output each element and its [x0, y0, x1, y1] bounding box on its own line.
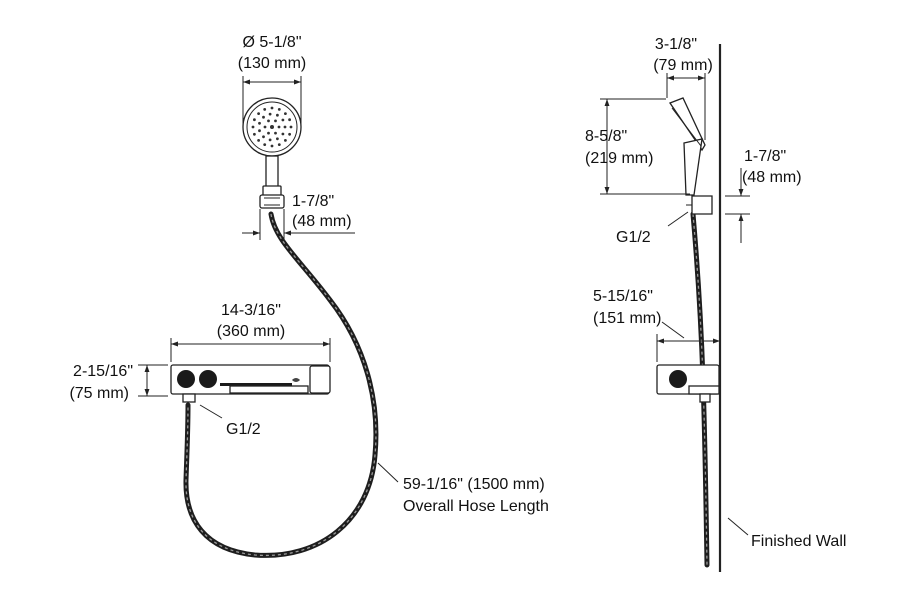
front-hose: [183, 211, 379, 558]
valve-projection-mm: (151 mm): [593, 310, 661, 327]
spray-nozzle: [270, 106, 274, 110]
spray-nozzle: [276, 113, 279, 117]
dim-holder-height: 1-7/8" (48 mm): [725, 148, 802, 243]
spray-nozzle: [276, 137, 279, 141]
hand-shower-head: [242, 97, 302, 157]
valve-height-mm: (75 mm): [69, 385, 129, 402]
spray-nozzle: [253, 132, 256, 136]
hose-length-callout: 59-1/16" (1500 mm) Overall Hose Length: [377, 462, 549, 515]
wall-label: Finished Wall: [751, 533, 846, 550]
spray-nozzle: [284, 112, 287, 115]
spray-nozzle: [257, 139, 260, 142]
dim-head-diameter: Ø 5-1/8" (130 mm): [238, 34, 306, 127]
spray-nozzle: [288, 118, 291, 122]
spray-nozzle: [257, 112, 260, 115]
valve-width-inch: 14-3/16": [221, 302, 281, 319]
handle-connector-inch: 1-7/8": [292, 193, 334, 210]
spray-nozzle: [262, 115, 265, 119]
wall-callout: Finished Wall: [727, 517, 846, 550]
front-inlet-callout: G1/2: [199, 404, 261, 438]
spray-nozzle: [263, 108, 267, 111]
spray-nozzle: [263, 143, 267, 147]
holder-height-mm: (48 mm): [742, 169, 802, 186]
hand-shower-handle: [259, 155, 285, 209]
spray-nozzle: [270, 125, 274, 129]
spray-nozzle: [281, 132, 285, 136]
hand-shower-side: [669, 97, 706, 196]
head-diameter-mm: (130 mm): [238, 55, 306, 72]
spray-nozzle: [263, 125, 267, 129]
spray-nozzle: [274, 131, 277, 135]
spray-nozzle: [277, 143, 281, 147]
spray-nozzle: [281, 118, 285, 122]
dim-handle-connector: 1-7/8" (48 mm): [242, 193, 355, 240]
dim-head-height: 8-5/8" (219 mm): [585, 98, 690, 195]
valve-projection-inch: 5-15/16": [593, 288, 653, 305]
holder-height-inch: 1-7/8": [744, 148, 786, 165]
spray-nozzle: [277, 108, 281, 111]
head-diameter-inch: Ø 5-1/8": [242, 34, 301, 51]
spray-nozzle: [270, 144, 274, 148]
spray-nozzle: [284, 139, 287, 142]
valve-side: [656, 364, 720, 403]
spray-nozzle: [267, 131, 270, 135]
wall-holder: [686, 195, 713, 215]
dim-valve-height: 2-15/16" (75 mm): [69, 363, 168, 402]
spray-nozzle: [283, 125, 287, 129]
spray-nozzle: [268, 138, 272, 142]
spray-nozzle: [277, 125, 281, 129]
front-view: Ø 5-1/8" (130 mm) 1-7/8" (48 mm) 14-3/16…: [69, 34, 549, 558]
hose-length-value: 59-1/16" (1500 mm): [403, 476, 545, 493]
dim-valve-projection: 5-15/16" (151 mm): [593, 288, 720, 362]
spray-nozzle: [262, 135, 265, 139]
spray-nozzle: [289, 125, 293, 129]
dim-valve-width: 14-3/16" (360 mm): [170, 302, 331, 362]
spray-nozzle: [258, 121, 261, 125]
side-inlet-callout: G1/2: [616, 211, 689, 246]
valve-height-inch: 2-15/16": [73, 363, 133, 380]
handle-connector-mm: (48 mm): [292, 213, 352, 230]
spray-nozzle: [274, 119, 277, 123]
hose-length-caption: Overall Hose Length: [403, 498, 549, 515]
front-inlet-label: G1/2: [226, 421, 261, 438]
side-view: 3-1/8" (79 mm) 8-5/8" (219 mm) 1-7/8" (4…: [585, 36, 846, 572]
dim-head-depth: 3-1/8" (79 mm): [653, 36, 713, 140]
valve-width-mm: (360 mm): [217, 323, 285, 340]
valve-body: [170, 364, 331, 403]
spray-nozzle: [253, 118, 256, 122]
spray-nozzle: [258, 129, 261, 133]
spray-nozzle: [268, 112, 272, 116]
head-height-inch: 8-5/8": [585, 128, 627, 145]
spray-nozzle: [267, 119, 270, 123]
head-height-mm: (219 mm): [585, 150, 653, 167]
head-depth-mm: (79 mm): [653, 57, 713, 74]
side-inlet-label: G1/2: [616, 229, 651, 246]
spray-nozzle: [251, 125, 255, 129]
spray-nozzle: [288, 132, 291, 136]
head-depth-inch: 3-1/8": [655, 36, 697, 53]
